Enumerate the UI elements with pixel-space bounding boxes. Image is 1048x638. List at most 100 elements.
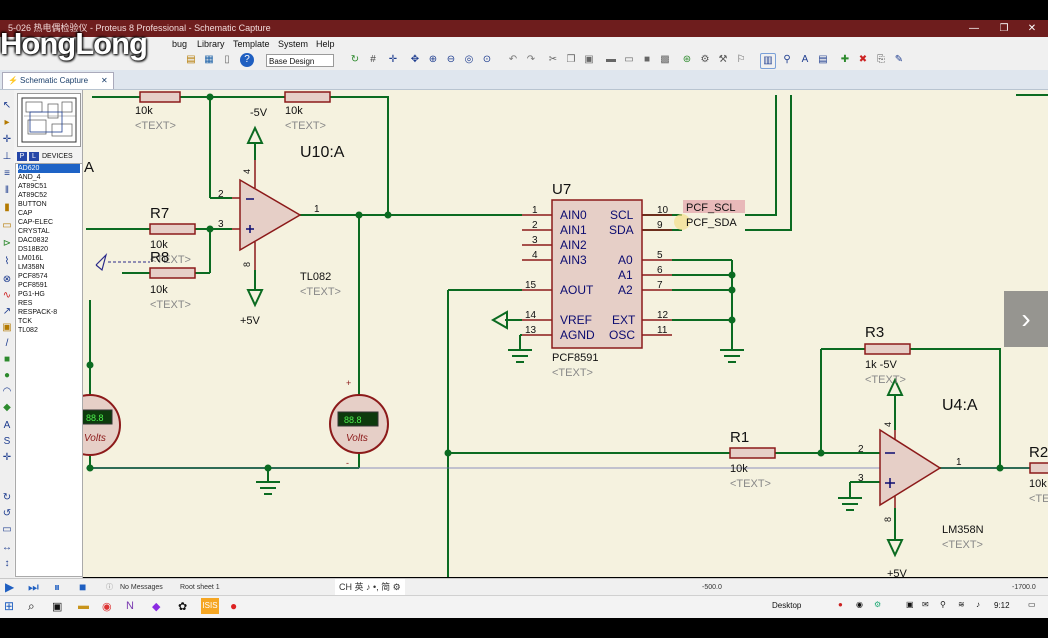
text-script-mode-icon[interactable]: ≡ (4, 168, 10, 179)
device-item[interactable]: AT89C52 (18, 192, 48, 199)
symbol-mode-icon[interactable]: S (3, 436, 11, 447)
device-item[interactable]: RESPACK-8 (18, 309, 58, 316)
minimize-button[interactable]: — (969, 23, 979, 34)
search-icon[interactable]: ⌕ (28, 599, 35, 613)
report-icon[interactable]: ✎ (894, 54, 904, 65)
device-item[interactable]: AND_4 (18, 174, 41, 181)
device-item[interactable]: CRYSTAL (18, 228, 50, 235)
menu-system[interactable]: System (278, 39, 309, 49)
schematic-canvas[interactable]: 10k <TEXT> 10k <TEXT> A -5V U10:A 2 3 1 … (83, 90, 1048, 577)
pan-icon[interactable]: ✥ (410, 54, 420, 65)
tray-icon[interactable]: ▣ (906, 600, 914, 609)
angle-field-icon[interactable]: ▭ (2, 524, 12, 535)
path-mode-icon[interactable]: ◆ (3, 402, 11, 413)
explorer-icon[interactable]: ▬ (78, 600, 89, 612)
mic-icon[interactable]: ⚲ (940, 600, 946, 609)
wifi-icon[interactable]: ≋ (958, 600, 965, 609)
tray-icon[interactable]: ● (838, 600, 843, 609)
tab-schematic-capture[interactable]: ⚡ Schematic Capture ✕ (2, 72, 114, 89)
copy-icon[interactable]: ❐ (566, 54, 576, 65)
notification-icon[interactable]: ▭ (1028, 600, 1036, 609)
close-button[interactable]: ✕ (1027, 23, 1037, 34)
design-select[interactable]: Base Design (266, 54, 334, 67)
zoom-in-icon[interactable]: ⊕ (428, 54, 438, 65)
cut-icon[interactable]: ✂ (548, 54, 558, 65)
menu-template[interactable]: Template (233, 39, 270, 49)
device-item[interactable]: TCK (18, 318, 32, 325)
stop-icon[interactable]: ■ (79, 580, 87, 594)
voltmeter-left[interactable] (83, 394, 121, 456)
mirror-x-icon[interactable]: ↔ (2, 542, 12, 553)
device-item[interactable]: DS18B20 (18, 246, 48, 253)
maximize-button[interactable]: ❐ (999, 23, 1009, 34)
virtual-instrument-icon[interactable]: ▣ (2, 322, 12, 333)
exit-parent-icon[interactable]: ⎘ (877, 54, 885, 65)
remove-sheet-icon[interactable]: ✖ (858, 54, 868, 65)
bus-mode-icon[interactable]: ‖ (4, 185, 10, 196)
wire-label-mode-icon[interactable]: ⊥ (2, 151, 12, 162)
start-icon[interactable]: ⊞ (4, 599, 15, 613)
probe-mode-icon[interactable]: ↗ (2, 306, 12, 317)
menu-debug[interactable]: bug (172, 39, 188, 49)
onenote-icon[interactable]: N (126, 600, 134, 612)
volume-icon[interactable]: ♪ (976, 600, 980, 609)
line-mode-icon[interactable]: / (5, 338, 9, 349)
circle-mode-icon[interactable]: ● (3, 370, 11, 381)
selection-mode-icon[interactable]: ↖ (2, 100, 12, 111)
block-move-icon[interactable]: ▭ (624, 54, 634, 65)
clock[interactable]: 9:12 (994, 601, 1010, 610)
export-icon[interactable]: ▦ (204, 54, 214, 65)
pick-devices-button[interactable]: P (17, 152, 27, 161)
grid-icon[interactable]: # (370, 54, 376, 65)
device-item[interactable]: LM016L (18, 255, 44, 262)
chrome-icon[interactable]: ◉ (102, 601, 112, 613)
u7-chip[interactable] (522, 199, 672, 349)
paste-icon[interactable]: ▣ (584, 54, 594, 65)
junction-mode-icon[interactable]: ✛ (2, 134, 12, 145)
zoom-out-icon[interactable]: ⊖ (446, 54, 456, 65)
make-device-icon[interactable]: ⚙ (700, 54, 710, 65)
property-assign-icon[interactable]: A (801, 54, 809, 65)
text-mode-icon[interactable]: A (3, 420, 11, 431)
net-label-scl[interactable]: PCF_SCL (686, 202, 736, 214)
add-sheet-icon[interactable]: ✚ (840, 54, 850, 65)
search-tag-icon[interactable]: ⚲ (783, 54, 791, 65)
pin-mode-icon[interactable]: ⊳ (2, 238, 12, 249)
tray-icon[interactable]: ✉ (922, 600, 929, 609)
packaging-icon[interactable]: ⚒ (718, 54, 728, 65)
generator-mode-icon[interactable]: ∿ (2, 290, 12, 301)
device-item[interactable]: CAP-ELEC (18, 219, 54, 226)
overview-window[interactable] (17, 93, 81, 147)
device-item-selected[interactable]: AD620 (18, 164, 80, 173)
device-item[interactable]: AT89C51 (18, 183, 48, 190)
tray-icon[interactable]: ◉ (856, 600, 863, 609)
library-manager-button[interactable]: L (29, 152, 39, 161)
help-icon[interactable]: ? (240, 53, 254, 67)
undo-icon[interactable]: ↶ (508, 54, 518, 65)
block-copy-icon[interactable]: ▬ (606, 54, 616, 65)
decompose-icon[interactable]: ⚐ (736, 54, 746, 65)
schematic-drawing[interactable]: 10k <TEXT> 10k <TEXT> A -5V U10:A 2 3 1 … (83, 90, 1048, 577)
component-mode-icon[interactable]: ▸ (4, 117, 10, 128)
zoom-area-icon[interactable]: ⊙ (482, 54, 492, 65)
ime-toolbar[interactable]: CH 英 ♪ •, 简 ⚙ (335, 579, 405, 596)
wire-autorouter-icon[interactable]: ▥ (760, 53, 776, 69)
zoom-all-icon[interactable]: ◎ (464, 54, 474, 65)
app-icon[interactable]: ✿ (178, 601, 188, 613)
subcircuit-mode-icon[interactable]: ▮ (4, 202, 10, 213)
pause-icon[interactable]: ⏸ (54, 580, 61, 594)
new-sheet-icon[interactable]: ▤ (818, 54, 828, 65)
device-item[interactable]: CAP (18, 210, 33, 217)
play-icon[interactable]: ▶ (5, 580, 15, 594)
device-item[interactable]: PCF8574 (18, 273, 48, 280)
proteus-taskbar-icon[interactable]: ISIS (201, 598, 219, 614)
block-rotate-icon[interactable]: ■ (643, 54, 651, 65)
marker-mode-icon[interactable]: ✛ (2, 452, 12, 463)
terminal-mode-icon[interactable]: ▭ (2, 220, 12, 231)
u4-opamp[interactable] (879, 428, 942, 508)
graph-mode-icon[interactable]: ⌇ (4, 256, 10, 267)
step-icon[interactable]: ⏭ (28, 580, 39, 594)
document-icon[interactable]: ▯ (224, 54, 230, 65)
tab-close-icon[interactable]: ✕ (101, 76, 108, 85)
arc-mode-icon[interactable]: ◠ (2, 386, 12, 397)
